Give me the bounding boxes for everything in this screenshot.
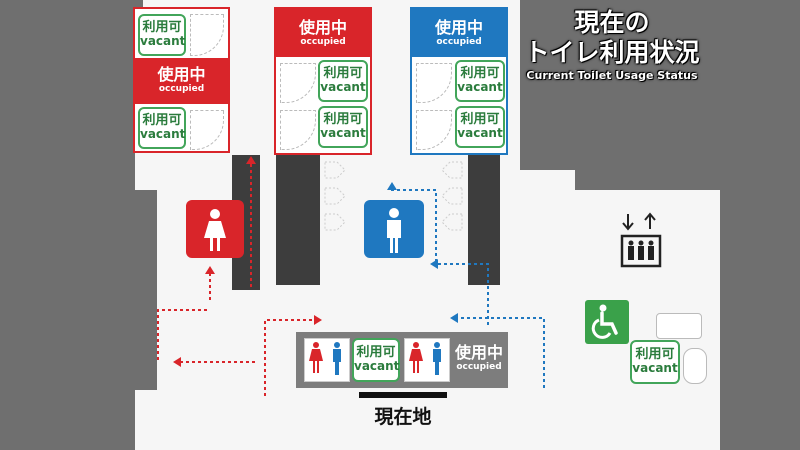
red-route — [264, 319, 320, 396]
occupied-block: 使用中 occupied — [135, 58, 228, 104]
urinal-outline — [324, 213, 346, 231]
urinal-outline — [441, 161, 463, 179]
arrow-head — [314, 315, 322, 325]
urinal-outline — [441, 213, 463, 231]
man-icon — [387, 208, 401, 253]
vacant-label-en: vacant — [320, 126, 366, 140]
urinal-outline — [324, 187, 346, 205]
occupied-label-jp: 使用中 — [454, 343, 503, 362]
wall-right-mid — [575, 170, 800, 190]
vacant-label-en: vacant — [632, 361, 678, 375]
elevator-sign — [620, 210, 662, 270]
subtitle: Current Toilet Usage Status — [526, 69, 698, 82]
vacant-label-en: vacant — [140, 127, 186, 141]
occupied-label-en: occupied — [158, 84, 205, 94]
toilet-fixture — [683, 348, 707, 384]
vacant-label-en: vacant — [140, 34, 186, 48]
blue-route — [391, 186, 437, 262]
toilet-fixture — [656, 313, 702, 339]
vacant-label-en: vacant — [320, 80, 366, 94]
occupied-label-jp: 使用中 — [157, 65, 206, 84]
wall-left-lower — [135, 190, 157, 390]
vacant-label-jp: 利用可 — [323, 112, 363, 127]
location-marker-bar — [359, 392, 447, 398]
occupied-label-en: occupied — [300, 37, 346, 47]
vacant-label-jp: 利用可 — [460, 112, 500, 127]
vacant-label-jp: 利用可 — [142, 20, 182, 35]
arrow-head — [387, 182, 397, 190]
woman-man-icon — [409, 342, 441, 375]
wheelchair-icon — [591, 304, 618, 339]
vacant-label-en: vacant — [354, 359, 400, 373]
urinal-outline — [324, 161, 346, 179]
title-line1: 現在の — [574, 8, 650, 37]
occupied-block: 使用中 occupied — [412, 9, 506, 57]
vacant-card: 利用可 vacant — [138, 14, 186, 56]
title-line2: トイレ利用状況 — [524, 38, 700, 67]
woman-icon — [204, 209, 226, 251]
arrow-head — [173, 357, 181, 367]
arrow-head — [205, 266, 215, 274]
womens-sign — [186, 200, 244, 258]
occupied-label-jp: 使用中 — [298, 18, 347, 37]
arrow-head — [450, 313, 458, 323]
floor-bottom — [135, 390, 720, 450]
blue-route — [452, 317, 545, 388]
vacant-card: 利用可 vacant — [352, 338, 400, 382]
occupied-label-jp: 使用中 — [434, 18, 483, 37]
vacant-label-jp: 利用可 — [356, 345, 396, 360]
restroom-icons-right — [404, 338, 450, 382]
vacant-label-en: vacant — [457, 80, 503, 94]
blue-route — [432, 263, 489, 325]
arrow-head — [246, 156, 256, 164]
urinal-outline — [441, 187, 463, 205]
wall-center-column — [276, 155, 320, 285]
mens-sign — [364, 200, 424, 258]
vacant-card: 利用可 vacant — [455, 106, 505, 148]
vacant-label-jp: 利用可 — [635, 347, 675, 362]
vacant-card: 利用可 vacant — [318, 106, 368, 148]
vacant-card: 利用可 vacant — [318, 60, 368, 102]
occupied-block: 使用中 occupied — [452, 344, 506, 378]
multipurpose-sign — [585, 300, 629, 344]
occupied-block: 使用中 occupied — [276, 9, 370, 57]
vacant-label-en: vacant — [457, 126, 503, 140]
elevator-icon — [620, 212, 662, 268]
vacant-card: 利用可 vacant — [455, 60, 505, 102]
occupied-label-en: occupied — [436, 37, 482, 47]
woman-man-icon — [309, 342, 341, 375]
vacant-label-jp: 利用可 — [460, 66, 500, 81]
vacant-card: 利用可 vacant — [630, 340, 680, 384]
vacant-label-jp: 利用可 — [323, 66, 363, 81]
restroom-icons-left — [304, 338, 350, 382]
vacant-label-jp: 利用可 — [142, 113, 182, 128]
arrow-head — [430, 259, 438, 269]
wall-right-edge — [720, 190, 800, 450]
location-label: 現在地 — [374, 406, 432, 428]
vacant-card: 利用可 vacant — [138, 107, 186, 149]
wall-right-block — [520, 0, 575, 170]
occupied-label-en: occupied — [456, 362, 502, 372]
wall-right-column — [468, 155, 500, 285]
title-block: 現在の トイレ利用状況 Current Toilet Usage Status — [512, 8, 712, 84]
red-route — [157, 309, 208, 360]
